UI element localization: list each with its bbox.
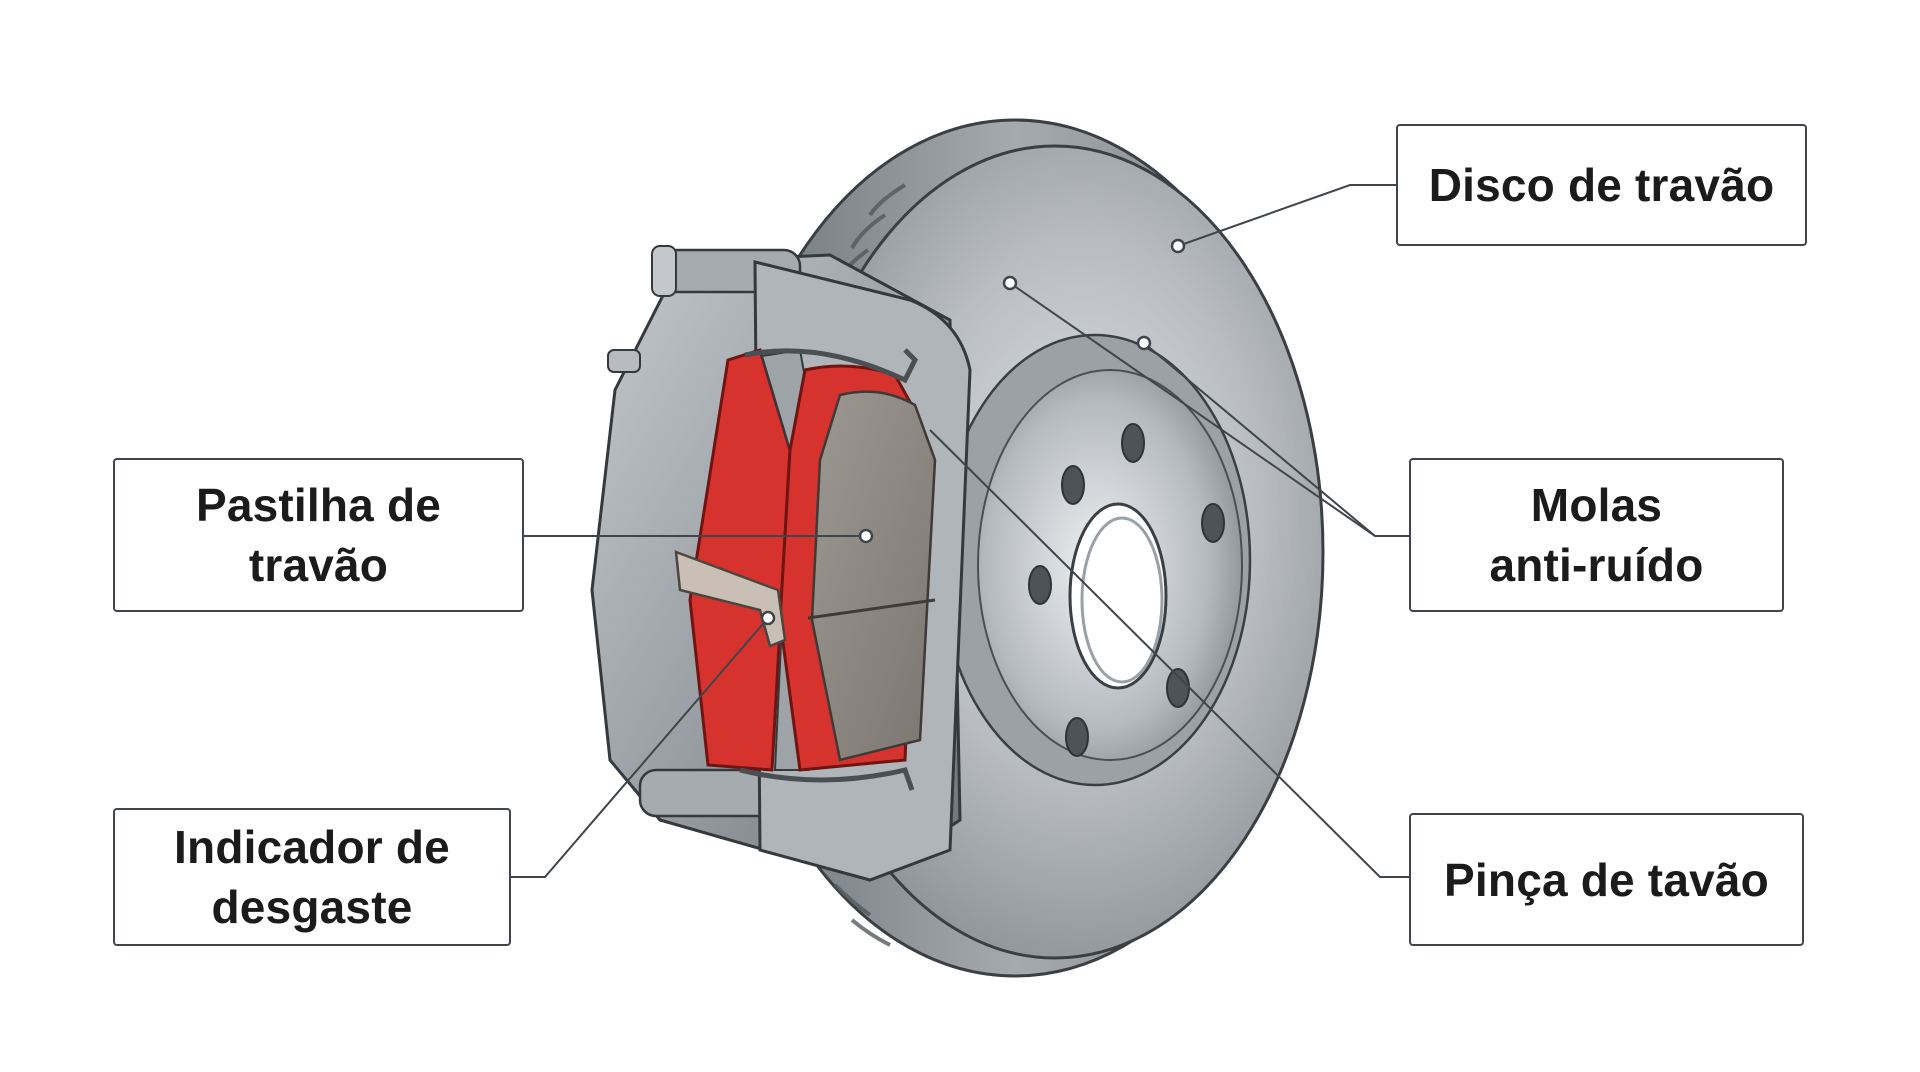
brake-pad-label: Pastilha de travão bbox=[113, 458, 524, 612]
leader-dots bbox=[760, 238, 1186, 626]
brake-caliper-label: Pinça de tavão bbox=[1409, 813, 1804, 946]
leader-lines bbox=[511, 184, 1409, 878]
anti-noise-springs-label-text: Molas anti-ruído bbox=[1489, 475, 1703, 595]
wear-indicator-label-text: Indicador de desgaste bbox=[174, 817, 450, 937]
brake-disc-label: Disco de travão bbox=[1396, 124, 1807, 246]
brake-pad-label-text: Pastilha de travão bbox=[196, 475, 441, 595]
anti-noise-springs-label: Molas anti-ruído bbox=[1409, 458, 1784, 612]
wear-indicator-label-line-2: desgaste bbox=[211, 881, 413, 933]
brake-pad-label-line-2: travão bbox=[248, 539, 389, 591]
brake-pad-label-line-1: Pastilha de bbox=[195, 479, 442, 531]
anti-noise-springs-label-line-1: Molas bbox=[1530, 479, 1663, 531]
anti-noise-springs-label-line-2: anti-ruído bbox=[1489, 539, 1704, 591]
brake-disc-label-text: Disco de travão bbox=[1428, 159, 1775, 211]
brake-caliper-label-text: Pinça de tavão bbox=[1444, 853, 1769, 906]
brake-caliper bbox=[590, 245, 972, 882]
wear-indicator-label-line-1: Indicador de bbox=[174, 821, 450, 873]
wear-indicator-label: Indicador de desgaste bbox=[113, 808, 511, 946]
